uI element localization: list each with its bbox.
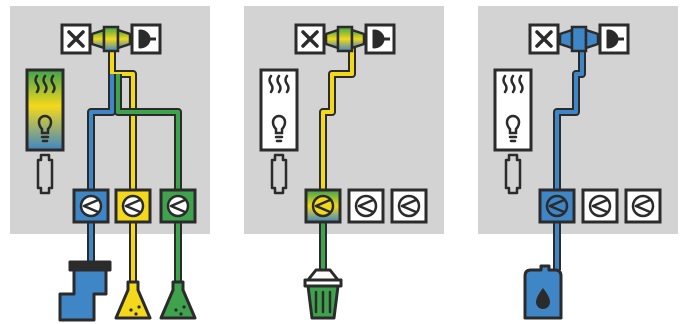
close-icon[interactable] xyxy=(528,23,560,55)
flask-icon xyxy=(114,280,152,320)
pump-icon[interactable] xyxy=(538,188,576,224)
hub-connector xyxy=(324,25,366,53)
pipes xyxy=(553,48,586,270)
heat-waves-icon xyxy=(502,74,524,94)
lamp-icon xyxy=(271,114,287,143)
lamp-module xyxy=(493,68,533,152)
panel-1 xyxy=(10,6,210,322)
pump-icon[interactable] xyxy=(581,188,619,224)
panel-2 xyxy=(244,6,444,320)
flask-icon xyxy=(159,280,197,320)
heat-waves-icon xyxy=(34,74,56,94)
water-canister-icon xyxy=(523,264,563,320)
faucet-icon xyxy=(58,260,112,322)
valve-icon[interactable] xyxy=(364,23,396,55)
pump-icon[interactable] xyxy=(304,188,342,224)
filter-cartridge-icon xyxy=(36,153,54,195)
hub-connector xyxy=(558,25,600,53)
hub-connector xyxy=(90,25,132,53)
waste-bin-icon xyxy=(303,268,343,320)
pipes xyxy=(319,48,356,270)
close-icon[interactable] xyxy=(294,23,326,55)
filter-cartridge-icon xyxy=(504,153,522,195)
filter-cartridge-icon xyxy=(270,153,288,195)
pump-icon[interactable] xyxy=(72,188,110,224)
close-icon[interactable] xyxy=(60,23,92,55)
lamp-module xyxy=(25,68,65,152)
pump-icon[interactable] xyxy=(114,188,152,224)
valve-icon[interactable] xyxy=(598,23,630,55)
valve-icon[interactable] xyxy=(130,23,162,55)
lamp-icon xyxy=(505,114,521,143)
panel-3 xyxy=(478,6,678,320)
pump-icon[interactable] xyxy=(624,188,662,224)
pump-icon[interactable] xyxy=(159,188,197,224)
lamp-module xyxy=(259,68,299,152)
pump-icon[interactable] xyxy=(390,188,428,224)
lamp-icon xyxy=(37,114,53,143)
heat-waves-icon xyxy=(268,74,290,94)
pump-icon[interactable] xyxy=(347,188,385,224)
pipes xyxy=(87,48,182,282)
